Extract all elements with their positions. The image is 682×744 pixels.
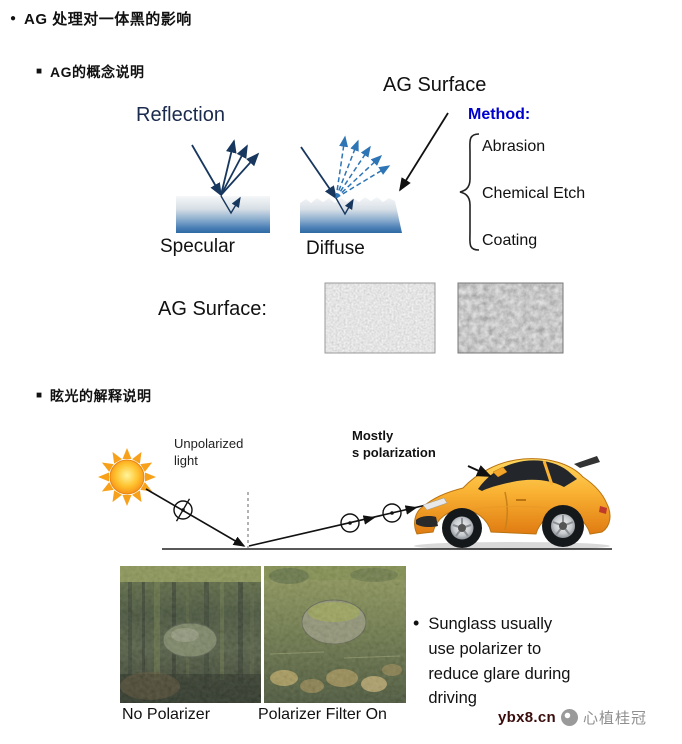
photo-no-polarizer	[120, 566, 261, 703]
diffuse-arrows	[300, 135, 391, 216]
sunglass-note: • Sunglass usually use polarizer to redu…	[413, 612, 653, 711]
method-item-chemical-etch: Chemical Etch	[482, 185, 586, 202]
method-item-abrasion: Abrasion	[482, 138, 546, 155]
page-title-text: AG 处理对一体黑的影响	[24, 11, 192, 28]
micro-surface-image-2	[457, 282, 564, 354]
s-polarization-symbol-2	[382, 503, 402, 523]
section-heading-concept: ■ AG的概念说明	[36, 62, 145, 82]
photo1-caption: No Polarizer	[122, 706, 211, 723]
watermark-site: ybx8.cn	[498, 709, 556, 726]
circle-bullet-icon: ●	[10, 12, 17, 24]
incident-ray	[145, 488, 246, 547]
method-item-coating: Coating	[482, 232, 538, 249]
unpolarized-light-label: Unpolarized light	[174, 436, 244, 468]
method-brace	[459, 133, 480, 251]
sun-icon	[98, 448, 156, 506]
mostly-s-polarization-label: Mostly s polarization	[352, 428, 436, 460]
square-bullet-icon: ■	[36, 66, 43, 77]
ag-surface-caption: AG Surface:	[158, 298, 267, 320]
glare-heading-text: 眩光的解释说明	[50, 388, 152, 404]
unpolarized-symbol	[173, 498, 193, 522]
photo2-caption: Polarizer Filter On	[258, 706, 387, 723]
s-polarization-symbol-1	[340, 513, 360, 533]
photo-polarizer-on	[264, 566, 406, 703]
diffuse-label: Diffuse	[306, 238, 365, 259]
method-label: Method:	[468, 106, 531, 123]
reflection-label: Reflection	[136, 104, 225, 126]
reflected-ray-arrowhead-1	[362, 515, 376, 525]
watermark: ybx8.cn 心植桂冠	[498, 707, 647, 728]
square-bullet-icon: ■	[36, 390, 43, 401]
section-heading-glare: ■ 眩光的解释说明	[36, 386, 152, 406]
micro-surface-image-1	[324, 282, 436, 354]
dot-bullet-icon: •	[413, 613, 420, 633]
concept-heading-text: AG的概念说明	[50, 64, 145, 80]
page-title: ● AG 处理对一体黑的影响	[10, 8, 192, 29]
watermark-brand: 心植桂冠	[582, 710, 647, 727]
ag-surface-pointer-arrow	[399, 112, 449, 192]
specular-surface	[176, 196, 270, 233]
front-wheel	[442, 508, 482, 548]
rear-wheel	[542, 505, 584, 547]
glare-to-driver-arrow	[467, 465, 492, 477]
specular-arrows	[191, 139, 260, 215]
specular-diagram	[176, 139, 270, 233]
car-illustration	[414, 456, 611, 550]
sunglass-note-text: Sunglass usually use polarizer to reduce…	[428, 615, 571, 708]
specular-label: Specular	[160, 236, 235, 257]
ag-surface-title: AG Surface	[383, 74, 487, 96]
reflected-ray-arrowhead-2	[404, 505, 418, 515]
brand-logo-icon	[560, 709, 578, 726]
diffuse-surface	[300, 197, 402, 233]
diffuse-diagram	[300, 135, 402, 233]
